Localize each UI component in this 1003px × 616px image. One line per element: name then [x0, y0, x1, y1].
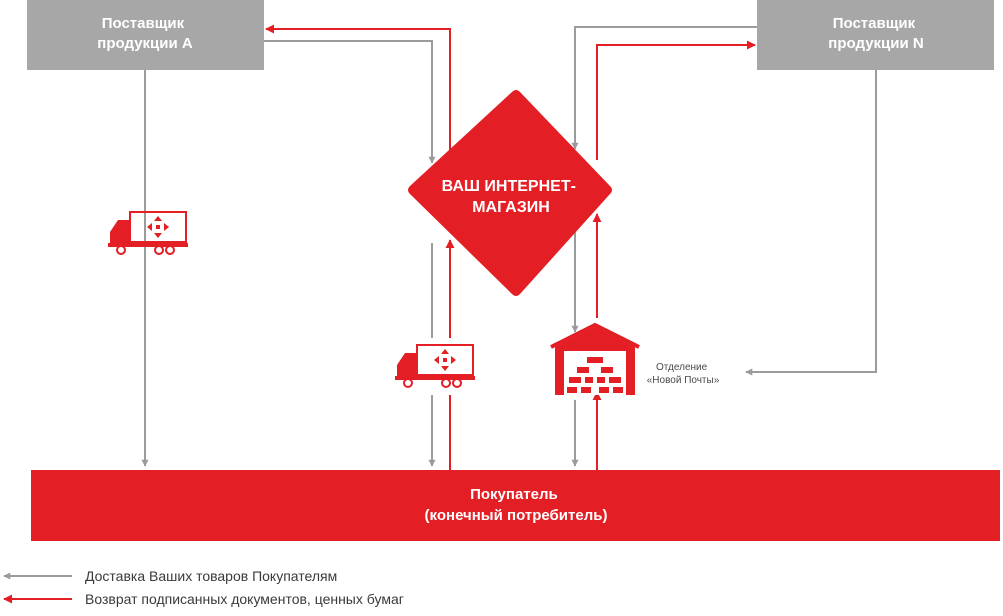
- svg-text:Отделение «Новой Почты»: Отделение «Новой Почты»: [647, 362, 720, 386]
- buyer-label-2: (конечный потребитель): [425, 507, 608, 524]
- supplier-a-label-2: продукции А: [97, 35, 193, 52]
- supplier-n-box: [757, 0, 994, 70]
- arrow-n-to-branch: [745, 70, 877, 376]
- svg-text:ВАШ ИНТЕРНЕТ- МАГАЗИН: ВАШ ИНТЕРНЕТ- МАГАЗИН: [442, 178, 581, 216]
- supplier-n-label-1: Поставщик: [833, 15, 916, 32]
- return-arrows: [265, 24, 756, 470]
- warehouse-icon: [550, 322, 640, 395]
- svg-text:Покупатель (конечный потре: Покупатель (конечный потребитель): [425, 486, 608, 524]
- arrow-n-to-shop: [571, 26, 757, 150]
- buyer-label-1: Покупатель: [470, 486, 558, 503]
- shop-label-1: ВАШ ИНТЕРНЕТ-: [442, 178, 576, 195]
- shop-diamond: [408, 90, 612, 296]
- supplier-a-label-1: Поставщик: [102, 15, 185, 32]
- legend-delivery-label: Доставка Ваших товаров Покупателям: [85, 568, 337, 584]
- legend-return-label: Возврат подписанных документов, ценных б…: [85, 591, 404, 607]
- buyer-bar: [31, 470, 1000, 541]
- truck-icon: [394, 344, 476, 388]
- supplier-a-box: [27, 0, 264, 70]
- branch-label-1: Отделение: [656, 362, 708, 373]
- svg-text:Поставщик продукции А: Поставщик продукции А: [97, 15, 193, 52]
- supplier-n-label-2: продукции N: [828, 35, 923, 52]
- arrow-shop-to-a: [265, 24, 451, 166]
- legend: Доставка Ваших товаров Покупателям Возвр…: [3, 568, 404, 607]
- delivery-arrows: [141, 26, 877, 467]
- arrow-shop-to-n: [596, 40, 756, 160]
- branch-label-2: «Новой Почты»: [647, 375, 720, 386]
- shop-label-2: МАГАЗИН: [472, 199, 550, 216]
- truck-icon: [107, 211, 189, 255]
- arrow-a-to-shop: [264, 40, 436, 164]
- svg-text:Поставщик продукции N: Поставщик продукции N: [828, 15, 923, 52]
